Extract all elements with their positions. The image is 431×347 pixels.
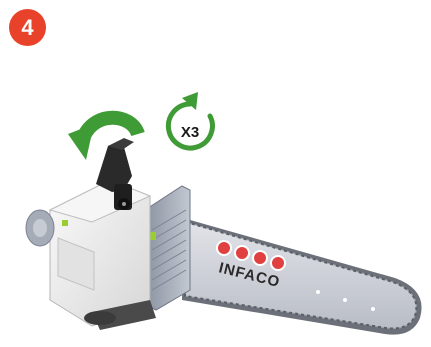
indicator-dot xyxy=(271,256,285,270)
circular-repeat-arrow-icon: X3 xyxy=(168,92,212,148)
repeat-count-label: X3 xyxy=(181,124,199,141)
bar-rivet xyxy=(316,290,320,294)
bar-rivet xyxy=(343,298,347,302)
motor-housing xyxy=(148,186,190,310)
bar-rivet xyxy=(371,307,375,311)
indicator-dot xyxy=(253,251,267,265)
guide-bar xyxy=(182,218,422,335)
status-led xyxy=(150,232,156,240)
indicator-dot xyxy=(217,241,231,255)
main-body xyxy=(26,180,156,330)
indicator-dot xyxy=(235,246,249,260)
body-indicator xyxy=(62,220,68,226)
rotate-counterclockwise-arrow-icon xyxy=(68,118,138,160)
